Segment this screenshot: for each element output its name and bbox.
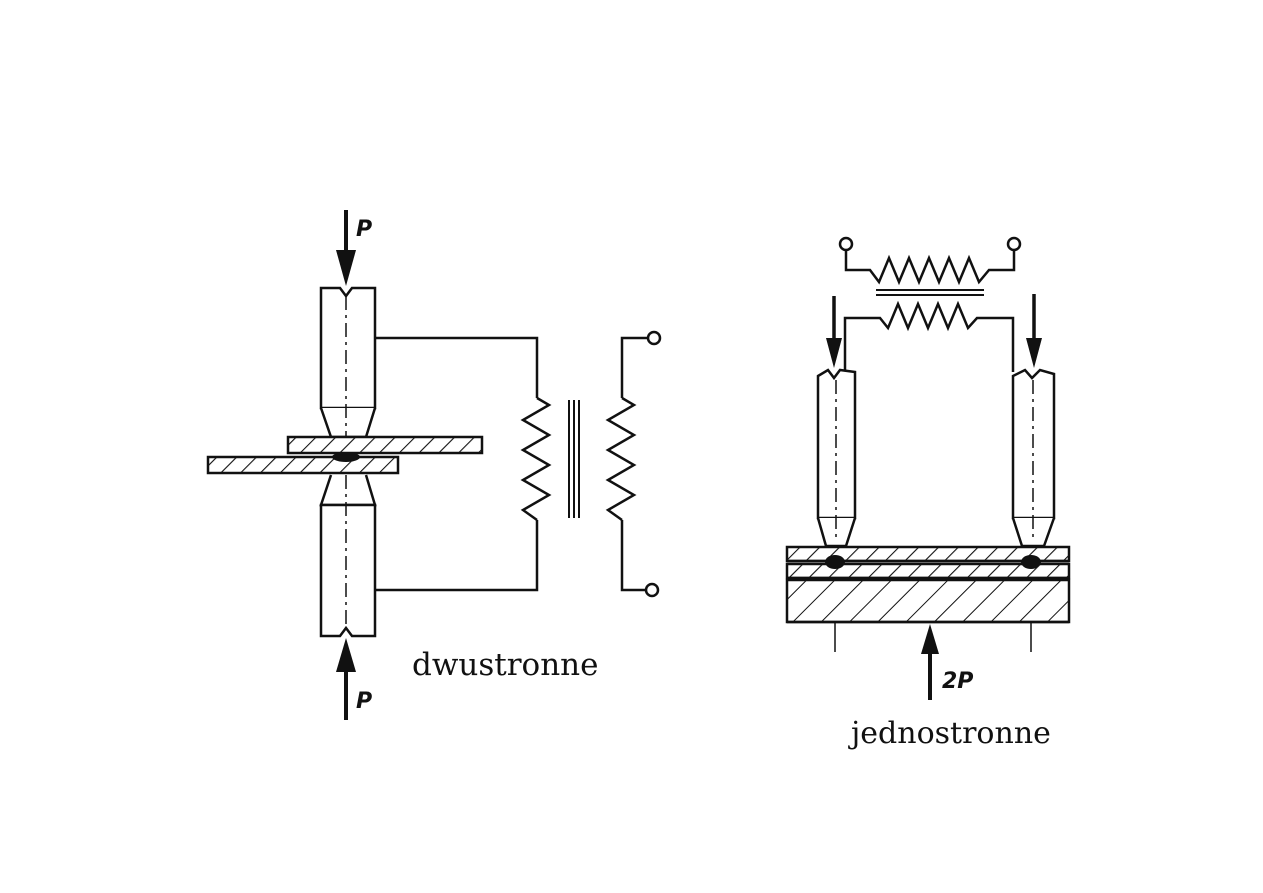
backing-plate	[785, 578, 1071, 624]
secondary-coil	[520, 396, 552, 522]
primary-coil	[605, 396, 637, 522]
backing-force-arrow	[921, 624, 939, 700]
force-label-top: P	[356, 217, 372, 242]
weld-nugget-left	[825, 555, 845, 569]
primary-lead-top	[620, 336, 648, 398]
top-force-arrow	[336, 210, 356, 286]
one-sided-welding	[785, 236, 1071, 700]
bottom-force-arrow	[336, 638, 356, 720]
transformer-core	[568, 400, 580, 518]
terminal-top	[646, 330, 662, 346]
wire-top	[375, 336, 539, 398]
force-label-bottom: P	[356, 689, 372, 714]
top-electrode	[319, 286, 377, 439]
upper-plate	[286, 435, 484, 455]
weld-nugget	[332, 452, 360, 462]
weld-nugget-right	[1021, 555, 1041, 569]
terminal-right	[1006, 236, 1022, 252]
terminal-left	[838, 236, 854, 252]
caption-two-sided: dwustronne	[412, 647, 598, 683]
wire-bottom	[375, 520, 539, 592]
right-force-arrow	[1026, 294, 1042, 368]
terminal-bottom	[644, 582, 660, 598]
bottom-electrode	[319, 474, 377, 638]
lower-plate	[206, 455, 400, 475]
primary-winding	[844, 250, 1016, 286]
right-electrode	[1011, 368, 1056, 548]
left-force-arrow	[826, 296, 842, 368]
left-electrode	[816, 368, 857, 548]
primary-lead-bottom	[620, 520, 646, 592]
secondary-winding	[843, 300, 1015, 372]
transformer-core-horizontal	[876, 289, 984, 296]
caption-one-sided: jednostronne	[848, 716, 1051, 751]
two-sided-welding	[206, 210, 662, 720]
force-label-2p: 2P	[942, 669, 973, 694]
